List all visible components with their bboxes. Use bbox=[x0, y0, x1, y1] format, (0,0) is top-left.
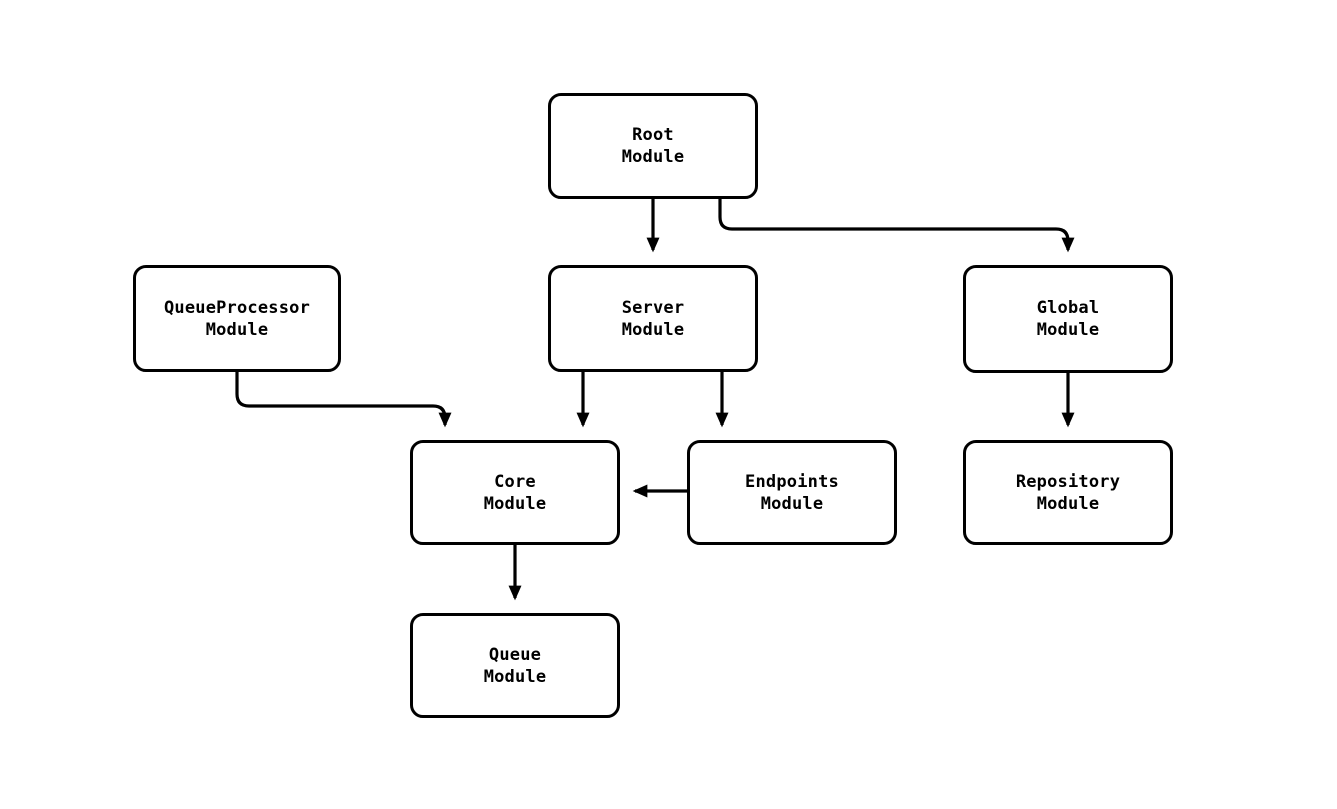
node-queueprocessor-module-label: QueueProcessor Module bbox=[163, 297, 311, 340]
node-queue-module[interactable]: Queue Module bbox=[410, 613, 620, 718]
node-repository-module-label: Repository Module bbox=[1015, 471, 1121, 514]
node-core-module-label: Core Module bbox=[483, 471, 547, 514]
node-endpoints-module-label: Endpoints Module bbox=[745, 471, 839, 514]
node-server-module[interactable]: Server Module bbox=[548, 265, 758, 372]
node-global-module[interactable]: Global Module bbox=[963, 265, 1173, 373]
edge-queueprocessor-core bbox=[235, 372, 452, 428]
node-core-module[interactable]: Core Module bbox=[410, 440, 620, 545]
node-queueprocessor-module[interactable]: QueueProcessor Module bbox=[133, 265, 341, 372]
node-endpoints-module[interactable]: Endpoints Module bbox=[687, 440, 897, 545]
node-repository-module[interactable]: Repository Module bbox=[963, 440, 1173, 545]
node-server-module-label: Server Module bbox=[621, 297, 685, 340]
edge-root-global bbox=[718, 199, 1075, 253]
node-queue-module-label: Queue Module bbox=[483, 644, 547, 687]
node-root-module[interactable]: Root Module bbox=[548, 93, 758, 199]
node-root-module-label: Root Module bbox=[621, 125, 685, 167]
node-global-module-label: Global Module bbox=[1036, 298, 1100, 340]
